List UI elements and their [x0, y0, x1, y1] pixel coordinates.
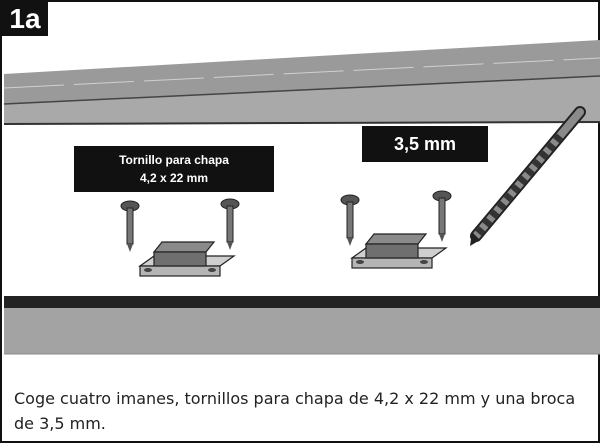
screw-icon	[340, 194, 360, 246]
drill-bit-label: 3,5 mm	[362, 126, 488, 162]
assembly-illustration: Tornillo para chapa 4,2 x 22 mm 3,5 mm	[4, 40, 600, 355]
screw-label: Tornillo para chapa 4,2 x 22 mm	[74, 146, 274, 192]
lower-beam	[4, 296, 600, 355]
screw-icon	[432, 190, 452, 242]
upper-beam	[4, 40, 600, 125]
instruction-caption: Coge cuatro imanes, tornillos para chapa…	[14, 389, 576, 433]
screw-icon	[220, 198, 240, 250]
screw-label-size: 4,2 x 22 mm	[140, 171, 208, 185]
magnet-icon	[138, 241, 236, 277]
drill-bit-size: 3,5 mm	[394, 134, 456, 154]
magnet-icon	[350, 233, 448, 269]
drill-bit-icon	[470, 106, 586, 246]
step-number-badge: 1a	[2, 2, 48, 36]
screw-label-title: Tornillo para chapa	[119, 153, 229, 167]
screw-icon	[120, 200, 140, 252]
